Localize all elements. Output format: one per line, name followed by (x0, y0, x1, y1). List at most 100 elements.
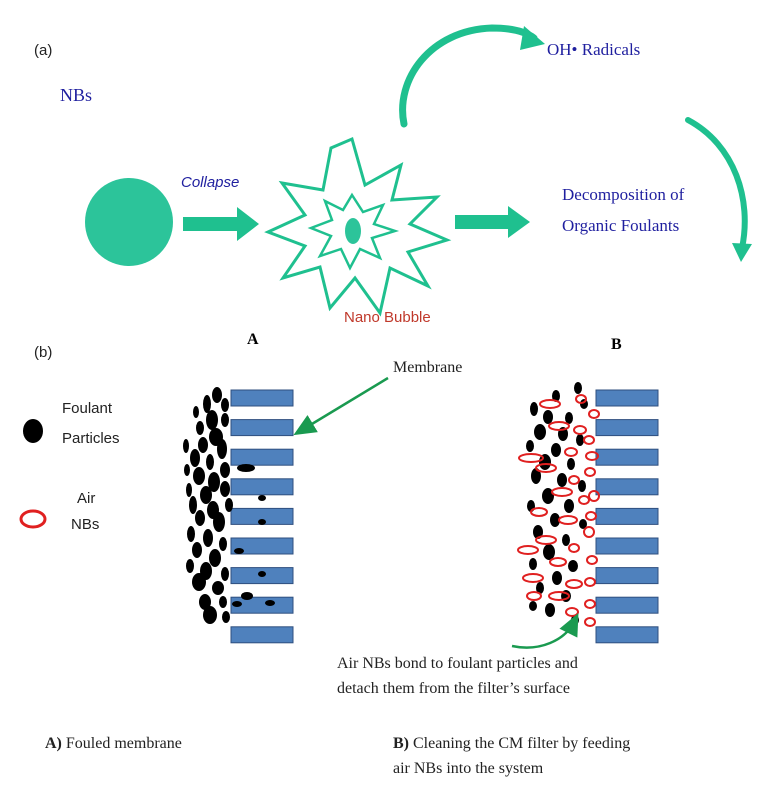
decomposition-label-line1: Decomposition of (562, 185, 685, 204)
air-nb (565, 607, 579, 617)
foulant-particle (212, 387, 222, 403)
foulant-particle (234, 548, 244, 554)
foulant-particle (203, 395, 211, 413)
air-nb (551, 487, 573, 497)
membrane-slat (595, 448, 659, 466)
foulant-particle (580, 399, 588, 409)
foulant-particle (574, 382, 582, 394)
foulant-particle (220, 481, 230, 497)
foulant-particle (208, 472, 220, 492)
legend-air-line1: Air (77, 490, 95, 507)
nanobubble-circle (85, 178, 173, 266)
air-nb (549, 557, 567, 567)
foulant-particle (186, 559, 194, 573)
air-nb (588, 409, 600, 419)
air-nb (535, 535, 557, 545)
caption-b-line2: air NBs into the system (393, 760, 544, 777)
foulant-particle (196, 421, 204, 435)
foulant-particle (217, 439, 227, 459)
air-nb (585, 511, 597, 521)
header-a: A (247, 331, 259, 348)
collapsing-bubble-inner (307, 192, 400, 271)
foulant-particle (533, 525, 543, 539)
air-nb (575, 394, 587, 404)
membrane-b (595, 389, 659, 644)
decomposition-arrow (455, 206, 530, 238)
membrane-label: Membrane (393, 359, 462, 376)
foulant-particle (225, 498, 233, 512)
membrane-slat (595, 389, 659, 407)
air-nb (568, 543, 580, 553)
air-nb (558, 515, 578, 525)
foulant-particle (258, 519, 266, 525)
caption-a: A) Fouled membrane (45, 735, 182, 752)
foulant-particle (195, 510, 205, 526)
caption-a-text: Fouled membrane (62, 735, 182, 752)
caption-b-line1: B) Cleaning the CM filter by feeding (393, 735, 630, 752)
foulant-particle (565, 412, 573, 424)
foulant-particle (567, 458, 575, 470)
collapsing-bubble-outer (264, 136, 452, 317)
foulant-particle (564, 499, 574, 513)
foulant-particle (578, 480, 586, 492)
foulant-particle (192, 573, 206, 591)
foulant-particle (543, 410, 553, 424)
foulant-particle (192, 542, 202, 558)
foulant-particle (189, 496, 197, 514)
foulant-particle (551, 443, 561, 457)
air-nb (564, 447, 578, 457)
foulant-particle (258, 571, 266, 577)
caption-a-bold: A) (45, 735, 62, 752)
caption-b-text1: Cleaning the CM filter by feeding (409, 735, 630, 752)
membrane-slat (595, 507, 659, 525)
foulant-particle (219, 537, 227, 551)
air-nb (548, 591, 570, 601)
foulant-particle (552, 571, 562, 585)
foulant-particle (545, 603, 555, 617)
foulant-particle (222, 611, 230, 623)
foulant-particle (534, 424, 546, 440)
foulant-particle (232, 601, 242, 607)
foulant-particle (199, 594, 211, 610)
air-nb (526, 591, 542, 601)
air-nb (578, 495, 590, 505)
air-nb (588, 490, 600, 502)
collapse-label: Collapse (181, 174, 239, 191)
air-nb (517, 545, 539, 555)
foulant-particle (212, 581, 224, 595)
foulant-particle (579, 519, 587, 529)
nbs-label: NBs (60, 85, 92, 105)
foulant-particle (221, 398, 229, 412)
membrane-slat (595, 596, 659, 614)
decomposition-label-line2: Organic Foulants (562, 216, 679, 235)
foulant-particles-b (526, 382, 588, 625)
membrane-a (230, 389, 294, 644)
foulant-particle (536, 582, 544, 594)
foulant-particle (203, 529, 213, 547)
legend-foulant-line2: Particles (62, 430, 120, 447)
foulant-particle (552, 390, 560, 402)
membrane-slat (230, 448, 294, 466)
air-nbs-b (517, 394, 600, 627)
foulant-particle (576, 434, 584, 446)
foulant-particle (531, 468, 541, 484)
foulant-particle (183, 439, 189, 453)
air-nb (583, 435, 595, 445)
membrane-slat (595, 419, 659, 437)
foulant-particle (184, 464, 190, 476)
annotation-curved-arrow (511, 613, 579, 649)
foulant-particle (193, 406, 199, 418)
collapsing-bubble-core (345, 218, 361, 244)
membrane-slat (595, 567, 659, 585)
foulant-particle (568, 560, 578, 572)
air-nb (565, 579, 583, 589)
legend-air-line2: NBs (71, 516, 99, 533)
caption-b-bold: B) (393, 735, 409, 752)
foulant-particle (200, 486, 212, 504)
air-nb (535, 463, 557, 473)
foulant-particle (219, 596, 227, 608)
air-nb (518, 453, 544, 463)
foulant-particle (529, 601, 537, 611)
air-nb (584, 599, 596, 609)
foulant-particle (203, 606, 217, 624)
